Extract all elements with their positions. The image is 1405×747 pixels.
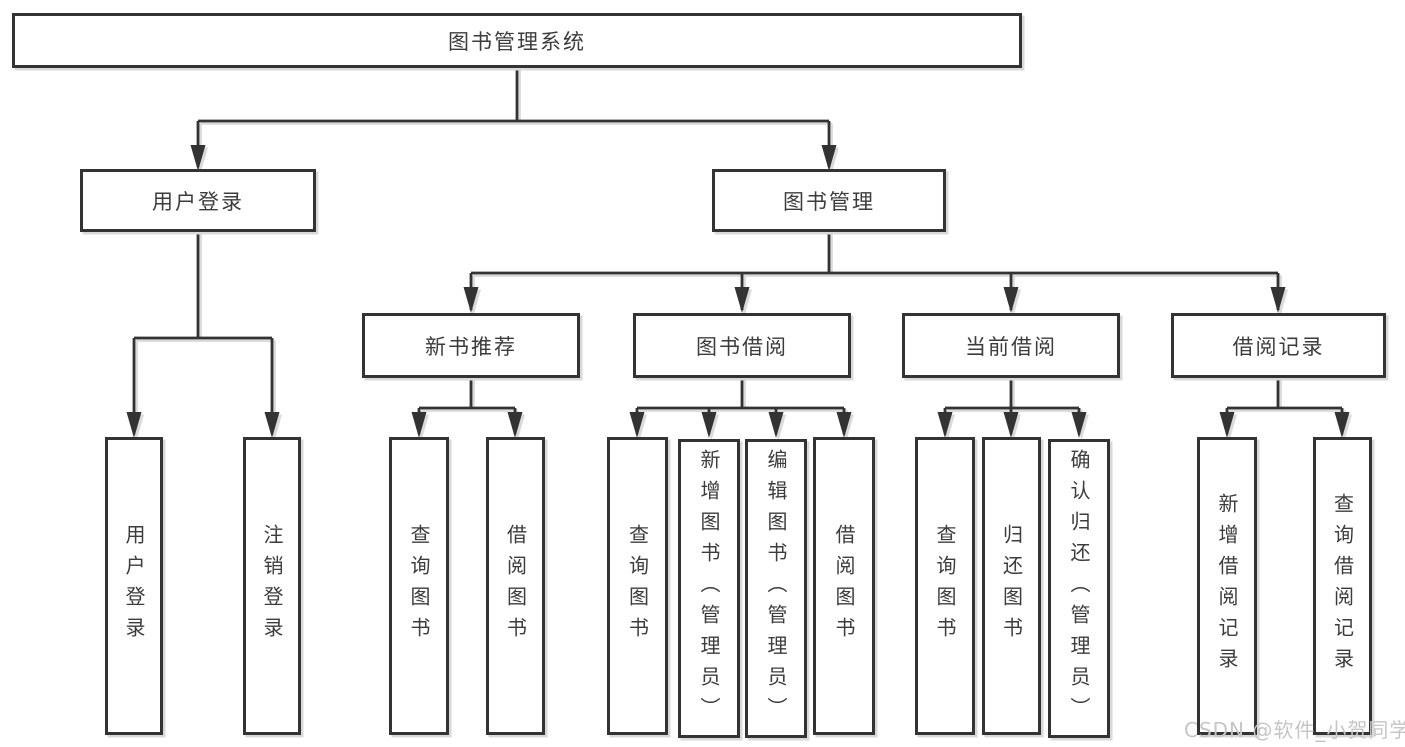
leaf-confirm-return-admin: 确认归还（管理员） (1048, 439, 1110, 738)
leaf-logout-login: 注销登录 (243, 437, 301, 735)
node-book-management-label: 图书管理 (783, 189, 875, 214)
leaf-borrow-books-recommend: 借阅图书 (486, 437, 545, 735)
node-user-login-label: 用户登录 (152, 189, 244, 214)
leaf-confirm-return-admin-label: 确认归还（管理员） (1067, 449, 1091, 728)
leaf-return-books: 归还图书 (982, 437, 1041, 735)
node-new-book-recommend: 新书推荐 (362, 313, 580, 378)
node-root-label: 图书管理系统 (448, 29, 586, 54)
leaf-borrow-books-recommend-label: 借阅图书 (503, 524, 528, 648)
node-root: 图书管理系统 (12, 13, 1022, 68)
leaf-query-borrow-record-label: 查询借阅记录 (1330, 493, 1355, 679)
node-borrow-records-label: 借阅记录 (1232, 334, 1325, 359)
leaf-query-books-current-label: 查询图书 (933, 524, 957, 648)
leaf-add-books-admin: 新增图书（管理员） (678, 439, 740, 738)
node-borrow-records: 借阅记录 (1171, 313, 1386, 378)
leaf-query-books-recommend: 查询图书 (389, 437, 449, 735)
leaf-borrow-books: 借阅图书 (813, 437, 875, 735)
node-book-management: 图书管理 (712, 169, 946, 232)
leaf-return-books-label: 归还图书 (999, 524, 1024, 648)
leaf-query-books-current: 查询图书 (915, 437, 975, 735)
leaf-query-books-recommend-label: 查询图书 (407, 524, 431, 648)
node-book-borrow: 图书借阅 (633, 313, 851, 378)
leaf-user-login: 用户登录 (105, 437, 163, 735)
leaf-query-books-borrow-label: 查询图书 (625, 524, 650, 648)
node-new-book-recommend-label: 新书推荐 (425, 334, 517, 359)
node-current-borrow-label: 当前借阅 (965, 334, 1057, 359)
leaf-borrow-books-label: 借阅图书 (832, 524, 856, 648)
node-book-borrow-label: 图书借阅 (696, 334, 788, 359)
node-current-borrow: 当前借阅 (902, 313, 1120, 378)
leaf-user-login-label: 用户登录 (122, 524, 146, 648)
leaf-logout-login-label: 注销登录 (260, 524, 284, 648)
leaf-edit-books-admin: 编辑图书（管理员） (745, 439, 807, 738)
leaf-add-books-admin-label: 新增图书（管理员） (697, 449, 721, 728)
leaf-add-borrow-record: 新增借阅记录 (1197, 437, 1257, 735)
watermark: CSDN @软件_小贺同学 (1184, 718, 1405, 742)
leaf-query-borrow-record: 查询借阅记录 (1313, 437, 1372, 735)
node-user-login: 用户登录 (80, 169, 316, 232)
leaf-edit-books-admin-label: 编辑图书（管理员） (764, 449, 788, 728)
leaf-query-books-borrow: 查询图书 (607, 437, 668, 735)
leaf-add-borrow-record-label: 新增借阅记录 (1215, 493, 1239, 679)
